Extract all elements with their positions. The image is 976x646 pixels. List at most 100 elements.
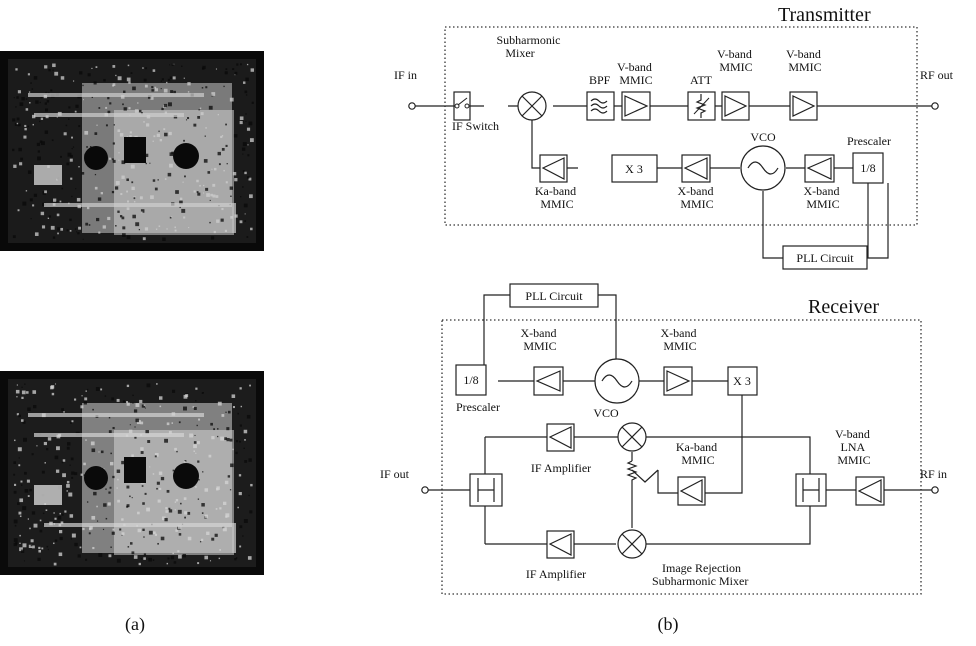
photo-speckle: [248, 495, 249, 496]
photo-speckle: [172, 390, 175, 393]
photo-speckle: [153, 531, 156, 534]
photo-speckle: [61, 76, 64, 79]
photo-speckle: [161, 81, 162, 82]
rx-xband-mmic-2: [664, 367, 692, 395]
photo-speckle: [211, 92, 215, 96]
photo-speckle: [126, 486, 129, 489]
photo-speckle: [145, 85, 148, 88]
photo-speckle: [56, 470, 59, 473]
photo-speckle: [71, 458, 74, 461]
photo-speckle: [211, 436, 214, 439]
photo-speckle: [131, 551, 134, 554]
photo-speckle: [160, 139, 162, 141]
photo-speckle: [19, 457, 20, 458]
photo-speckle: [59, 553, 63, 557]
photo-speckle: [234, 178, 237, 181]
photo-speckle: [70, 159, 73, 162]
photo-speckle: [189, 434, 193, 438]
photo-speckle: [169, 509, 172, 512]
photo-speckle: [40, 140, 43, 143]
photo-speckle: [85, 223, 88, 226]
photo-speckle: [41, 118, 43, 120]
photo-speckle: [143, 237, 146, 240]
photo-speckle: [168, 508, 170, 510]
photo-speckle: [98, 232, 100, 234]
photo-speckle: [12, 118, 15, 121]
photo-speckle: [110, 487, 112, 489]
photo-speckle: [67, 229, 69, 231]
photo-speckle: [123, 91, 125, 93]
photo-speckle: [44, 442, 47, 445]
photo-speckle: [67, 442, 70, 445]
photo-speckle: [247, 128, 250, 131]
photo-speckle: [24, 472, 27, 475]
photo-speckle: [175, 509, 176, 510]
photo-speckle: [18, 415, 21, 418]
photo-speckle: [211, 169, 212, 170]
photo-speckle: [245, 113, 246, 114]
photo-hole: [84, 466, 108, 490]
photo-speckle: [244, 439, 246, 441]
photo-speckle: [51, 385, 54, 388]
photo-speckle: [198, 419, 200, 421]
photo-speckle: [195, 486, 197, 488]
photo-speckle: [98, 107, 100, 109]
photo-speckle: [72, 534, 76, 538]
photo-speckle: [53, 543, 54, 544]
photo-speckle: [103, 503, 107, 507]
photo-speckle: [120, 193, 122, 195]
photo-speckle: [60, 228, 63, 231]
photo-speckle: [115, 225, 117, 227]
transmitter-diagram: Transmitter IF in RF out IF Switch Subha…: [394, 4, 954, 269]
receiver-title: Receiver: [808, 296, 879, 318]
photo-speckle: [32, 88, 33, 89]
photo-speckle: [168, 79, 170, 81]
photo-speckle: [236, 63, 238, 65]
photo-speckle: [52, 64, 56, 68]
photo-speckle: [123, 400, 125, 402]
photo-speckle: [68, 493, 72, 497]
photo-speckle: [74, 543, 77, 546]
rx-resistor: [628, 461, 636, 497]
photo-speckle: [23, 438, 27, 442]
photo-speckle: [221, 208, 223, 210]
photo-speckle: [149, 466, 150, 467]
photo-speckle: [240, 387, 242, 389]
photo-speckle: [139, 229, 140, 230]
photo-speckle: [139, 563, 141, 565]
photo-speckle: [159, 472, 162, 475]
photo-speckle: [197, 562, 199, 564]
photo-speckle: [122, 532, 125, 535]
photo-speckle: [73, 146, 74, 147]
photo-speckle: [140, 422, 143, 425]
photo-speckle: [110, 453, 112, 455]
photo-speckle: [85, 559, 87, 561]
photo-speckle: [33, 124, 34, 125]
photo-speckle: [187, 512, 190, 515]
rx-vco: [595, 359, 639, 403]
photo-speckle: [195, 453, 196, 454]
photo-speckle: [225, 124, 227, 126]
photo-speckle: [21, 97, 24, 100]
photo-speckle: [154, 87, 156, 89]
photo-speckle: [131, 165, 135, 169]
photo-speckle: [167, 490, 170, 493]
photo-speckle: [217, 428, 218, 429]
photo-speckle: [35, 100, 38, 103]
photo-speckle: [146, 508, 150, 512]
photo-speckle: [29, 91, 30, 92]
photo-speckle: [247, 176, 249, 178]
photo-speckle: [228, 411, 231, 414]
photo-speckle: [158, 179, 159, 180]
photo-speckle: [112, 476, 114, 478]
photo-speckle: [145, 493, 147, 495]
photo-speckle: [138, 529, 142, 533]
photo-speckle: [17, 502, 20, 505]
photo-speckle: [160, 406, 162, 408]
photo-speckle: [77, 232, 79, 234]
photo-speckle: [140, 447, 143, 450]
photo-speckle: [95, 174, 96, 175]
photo-speckle: [153, 141, 154, 142]
photo-speckle: [159, 225, 161, 227]
